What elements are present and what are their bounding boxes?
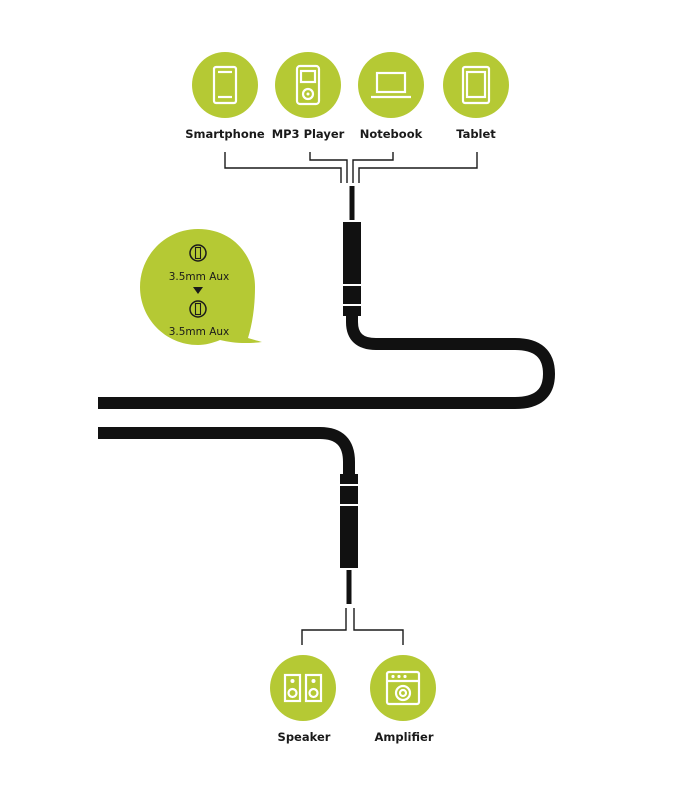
output-label-amplifier: Amplifier [375,730,434,744]
output-connector-lines [301,608,404,645]
source-device-mp3-player: MP3 Player [272,52,345,141]
speaker-circle [270,655,336,721]
notebook-circle [358,52,424,118]
output-device-amplifier: Amplifier [370,655,436,744]
down-triangle-icon [193,287,203,294]
top-aux-plug [343,186,361,316]
tablet-icon [461,65,491,105]
amplifier-circle [370,655,436,721]
aux-jack-icon [189,244,207,262]
source-device-notebook: Notebook [358,52,424,141]
smartphone-icon [212,65,238,105]
output-device-speaker: Speaker [270,655,336,744]
aux-to-label: 3.5mm Aux [169,326,230,338]
aux-badge: 3.5mm Aux 3.5mm Aux [140,229,262,345]
notebook-icon [371,71,411,99]
source-label-notebook: Notebook [360,127,423,141]
smartphone-circle [192,52,258,118]
source-connector-lines [224,152,478,183]
tablet-circle [443,52,509,118]
aux-jack-icon [189,300,207,318]
source-label-smartphone: Smartphone [185,127,265,141]
output-label-speaker: Speaker [278,730,331,744]
amplifier-icon [385,670,421,706]
source-device-smartphone: Smartphone [185,52,265,141]
source-label-tablet: Tablet [456,127,496,141]
aux-cable [98,314,555,478]
speaker-icon [283,673,323,703]
source-label-mp3-player: MP3 Player [272,127,345,141]
bottom-aux-plug [340,474,358,604]
mp3-player-circle [275,52,341,118]
aux-from-label: 3.5mm Aux [169,271,230,283]
source-device-tablet: Tablet [443,52,509,141]
mp3-player-icon [295,64,321,106]
